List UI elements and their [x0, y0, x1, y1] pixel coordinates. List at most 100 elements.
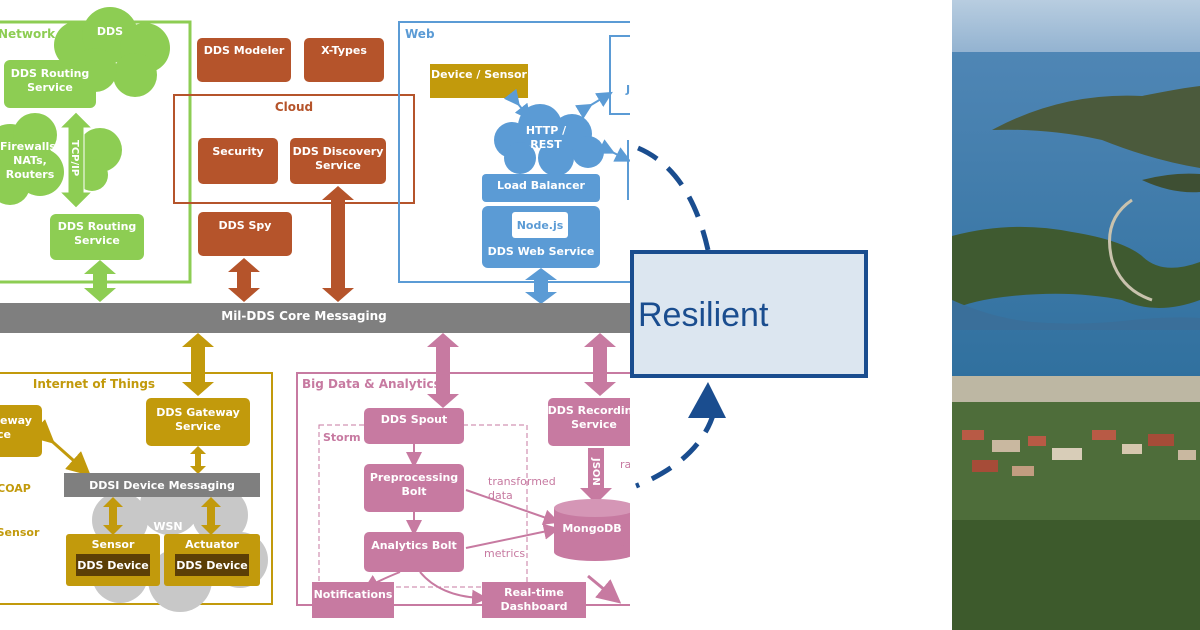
routing-service-bottom — [50, 214, 144, 260]
routing-service-top — [4, 60, 96, 108]
network-title: Network — [0, 27, 56, 41]
web-service-label: DDS Web Service — [488, 245, 595, 258]
preprocessing-bolt-box — [364, 464, 464, 512]
dds-spout-label: DDS Spout — [381, 413, 447, 426]
http-rest-cloud-shape — [494, 104, 604, 176]
iot-title: Internet of Things — [33, 377, 155, 391]
gateway-ddsi-arrow — [190, 446, 206, 474]
mongodb-cylinder — [554, 499, 630, 561]
recording-core-arrow — [584, 333, 616, 396]
dense-vegetation — [952, 520, 1200, 630]
http-line1: HTTP / — [526, 124, 567, 137]
j-box — [609, 35, 630, 115]
analytics-bolt-box — [364, 532, 464, 572]
discovery-service-box — [290, 138, 386, 184]
ra-label: ra — [620, 458, 630, 471]
mongodb-label: MongoDB — [562, 522, 621, 535]
dds-spy-box — [198, 212, 292, 256]
discovery-line2: Service — [315, 159, 361, 172]
xtypes-label: X-Types — [321, 44, 367, 57]
coastal-photo-canvas — [952, 0, 1200, 630]
routing-top-line2: Service — [27, 81, 73, 94]
gateway-core-arrow — [182, 333, 214, 396]
architecture-diagram: Network DDS DDS Routing Service Firewall… — [0, 7, 630, 618]
dashboard-line1: Real-time — [504, 586, 564, 599]
ddsi-messaging-bar — [64, 473, 260, 497]
gateway-left-line1: eway — [0, 414, 32, 427]
routing-bottom-line2: Service — [74, 234, 120, 247]
resilient-box — [630, 250, 868, 378]
notifications-box — [312, 582, 394, 618]
analytics-dashboard-connector — [419, 571, 488, 606]
firewalls-line3: Routers — [6, 168, 55, 181]
notifications-label: Notifications — [314, 588, 393, 601]
device-sensor-label: Device / Sensor — [431, 68, 528, 81]
mongodb-dashboard-connector — [587, 574, 622, 604]
dds-modeler-label: DDS Modeler — [204, 44, 285, 57]
coastal-photo — [952, 0, 1200, 630]
actuator-ddsi-arrow — [201, 497, 221, 535]
recording-line2: Service — [571, 418, 617, 431]
distant-peninsula — [992, 86, 1200, 168]
discovery-core-arrow — [322, 186, 354, 302]
firewalls-line1: Firewalls, — [0, 140, 60, 153]
core-messaging-bar — [0, 303, 630, 333]
coastal-road — [1108, 198, 1153, 302]
actuator-dds-device-box — [175, 554, 249, 576]
sky — [952, 0, 1200, 58]
security-box — [198, 138, 278, 184]
web-frame — [398, 21, 630, 283]
http-right-connector — [597, 139, 630, 162]
dashboard-box — [482, 582, 586, 618]
analytics-mongodb-connector — [465, 523, 560, 549]
j-http-connector — [575, 91, 613, 119]
bay — [952, 300, 1200, 330]
gateway-left-line2: ce — [0, 428, 11, 441]
load-balancer-box — [482, 174, 600, 202]
cycle-arc-bottom — [635, 411, 717, 489]
load-balancer-label: Load Balancer — [497, 179, 586, 192]
tcpip-label: TCP/IP — [69, 140, 80, 176]
discovery-line1: DDS Discovery — [293, 145, 384, 158]
resilient-label: Resilient — [638, 296, 769, 334]
nodejs-box — [512, 212, 568, 238]
dashboard-line2: Dashboard — [500, 600, 567, 613]
transformed-line1: transformed — [488, 475, 556, 488]
bigdata-frame — [296, 372, 630, 606]
dds-modeler-box — [197, 38, 291, 82]
dds-gateway-line1: DDS Gateway — [156, 406, 240, 419]
ddsi-messaging-label: DDSI Device Messaging — [89, 479, 235, 492]
sensor-left-label: Sensor — [0, 526, 40, 539]
device-http-connector — [503, 88, 531, 121]
recording-line1: DDS Recording — [548, 404, 630, 417]
cloud-title: Cloud — [275, 100, 313, 114]
transformed-line2: data — [488, 489, 513, 502]
core-messaging-label: Mil-DDS Core Messaging — [221, 309, 386, 323]
dds-gateway-line2: Service — [175, 420, 221, 433]
resilient-canvas: Resilient — [630, 145, 868, 489]
json-arrow — [580, 448, 612, 504]
town-rooftops — [962, 430, 1196, 476]
coap-label: COAP — [0, 482, 31, 495]
preprocessing-line2: Bolt — [402, 485, 427, 498]
iot-frame — [0, 372, 273, 605]
gateway-ddsi-connector — [29, 419, 91, 476]
small-island — [1142, 173, 1200, 193]
dds-cloud-label: DDS — [97, 25, 123, 38]
architecture-diagram-canvas: Network DDS DDS Routing Service Firewall… — [0, 7, 630, 618]
dds-cloud-shape — [54, 7, 170, 97]
cycle-arc-top — [637, 145, 711, 251]
spy-core-arrow — [228, 258, 260, 302]
tcpip-arrow — [58, 111, 94, 209]
json-label: JSON — [590, 457, 601, 486]
recording-service-box — [548, 398, 630, 446]
sensor-label: Sensor — [92, 538, 135, 551]
web-title: Web — [405, 27, 435, 41]
firewalls-cloud-shape — [0, 113, 122, 205]
preprocessing-line1: Preprocessing — [370, 471, 458, 484]
bigdata-title: Big Data & Analytics — [302, 377, 441, 391]
nodejs-label: Node.js — [517, 219, 564, 232]
storm-label: Storm — [323, 431, 361, 444]
routing-top-line1: DDS Routing — [11, 67, 90, 80]
sensor-dds-device-box — [76, 554, 150, 576]
